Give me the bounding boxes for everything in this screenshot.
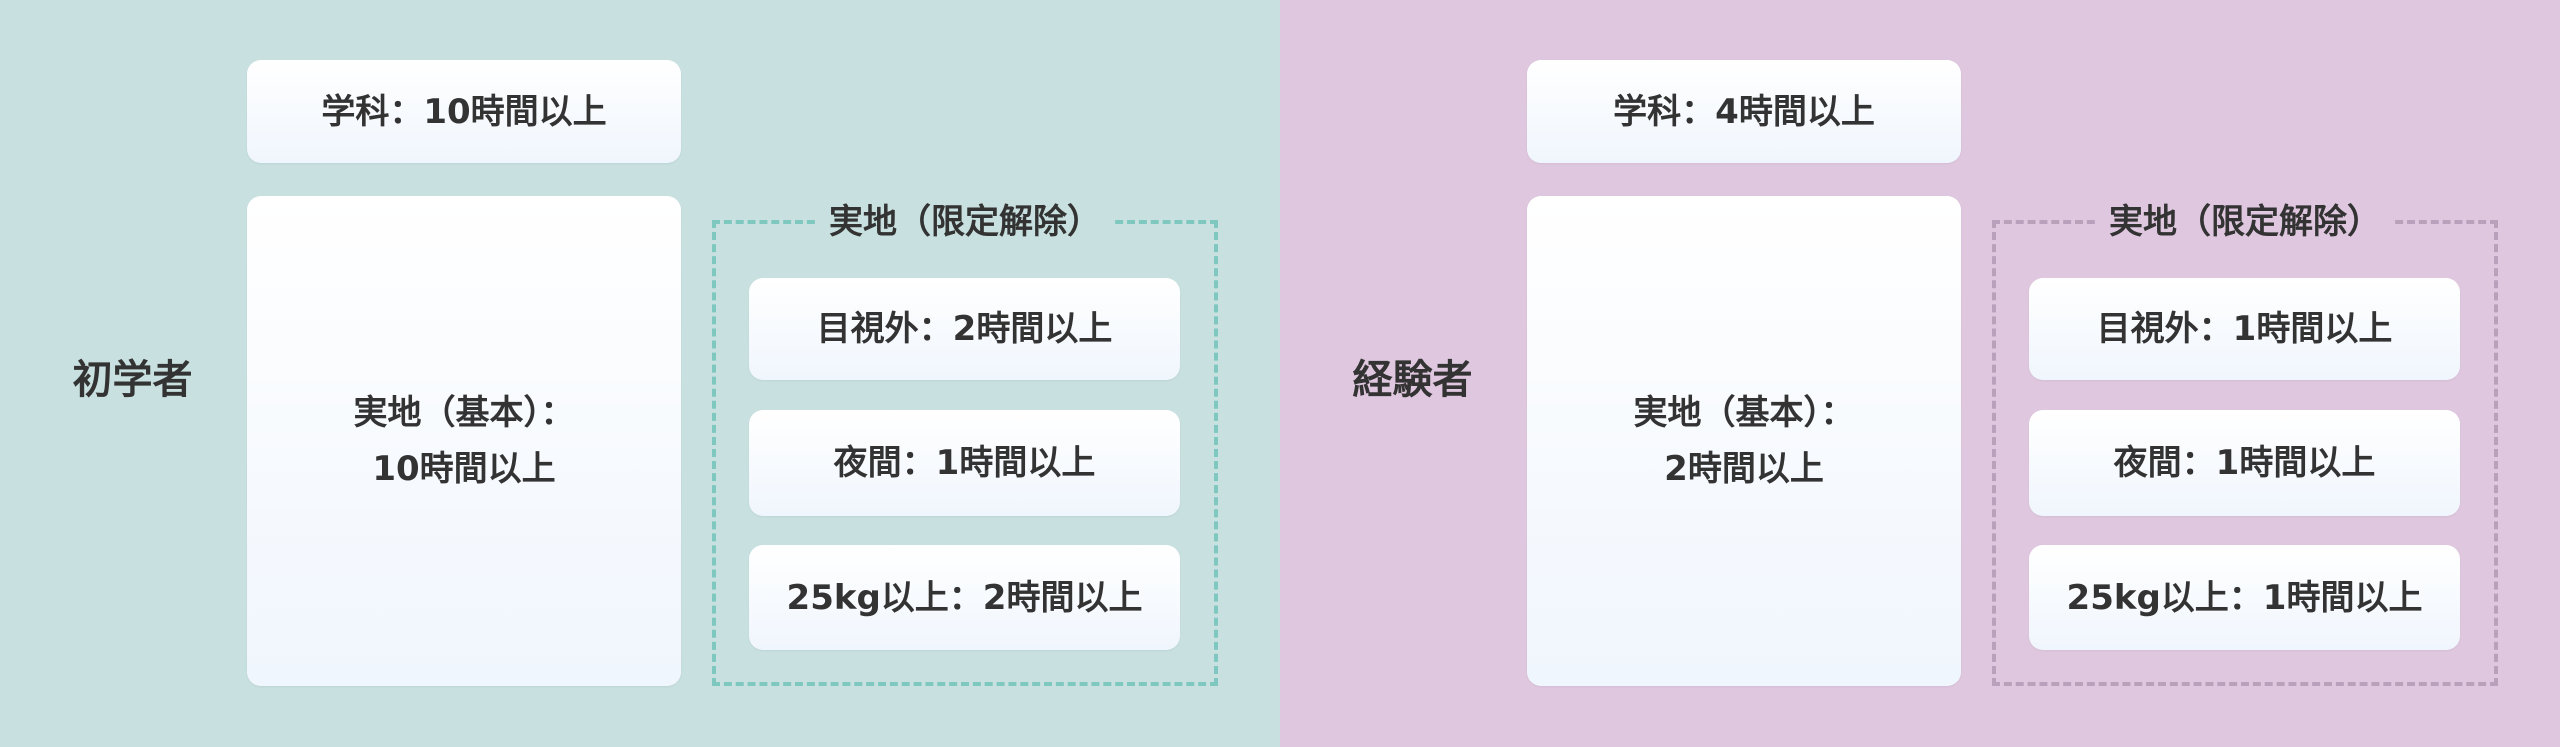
practical-basic-box: 実地（基本）： 2時間以上 <box>1527 196 1961 686</box>
lecture-box: 学科：4時間以上 <box>1527 60 1961 163</box>
limited-title: 実地（限定解除） <box>716 200 1214 244</box>
experienced-panel: 経験者 学科：4時間以上 実地（基本）： 2時間以上 実地（限定解除） 目視外：… <box>1280 0 2560 747</box>
practical-basic-line1: 実地（基本）： <box>1633 393 1855 433</box>
lecture-box: 学科：10時間以上 <box>247 60 681 163</box>
limited-group: 実地（限定解除） <box>712 202 1218 686</box>
limited-title: 実地（限定解除） <box>1996 200 2494 244</box>
limited-item: 25kg以上：1時間以上 <box>2029 545 2460 650</box>
practical-basic-box: 実地（基本）： 10時間以上 <box>247 196 681 686</box>
limited-group: 実地（限定解除） <box>1992 202 2498 686</box>
limited-item: 夜間：1時間以上 <box>749 410 1180 516</box>
group-label: 経験者 <box>1352 357 1473 403</box>
practical-basic-line2: 2時間以上 <box>1664 449 1824 489</box>
limited-item: 夜間：1時間以上 <box>2029 410 2460 516</box>
practical-basic-line1: 実地（基本）： <box>353 393 575 433</box>
limited-item: 25kg以上：2時間以上 <box>749 545 1180 650</box>
practical-basic-line2: 10時間以上 <box>372 449 556 489</box>
group-label: 初学者 <box>72 357 193 403</box>
beginner-panel: 初学者 学科：10時間以上 実地（基本）： 10時間以上 実地（限定解除） 目視… <box>0 0 1280 747</box>
limited-item: 目視外：2時間以上 <box>749 278 1180 380</box>
limited-item: 目視外：1時間以上 <box>2029 278 2460 380</box>
